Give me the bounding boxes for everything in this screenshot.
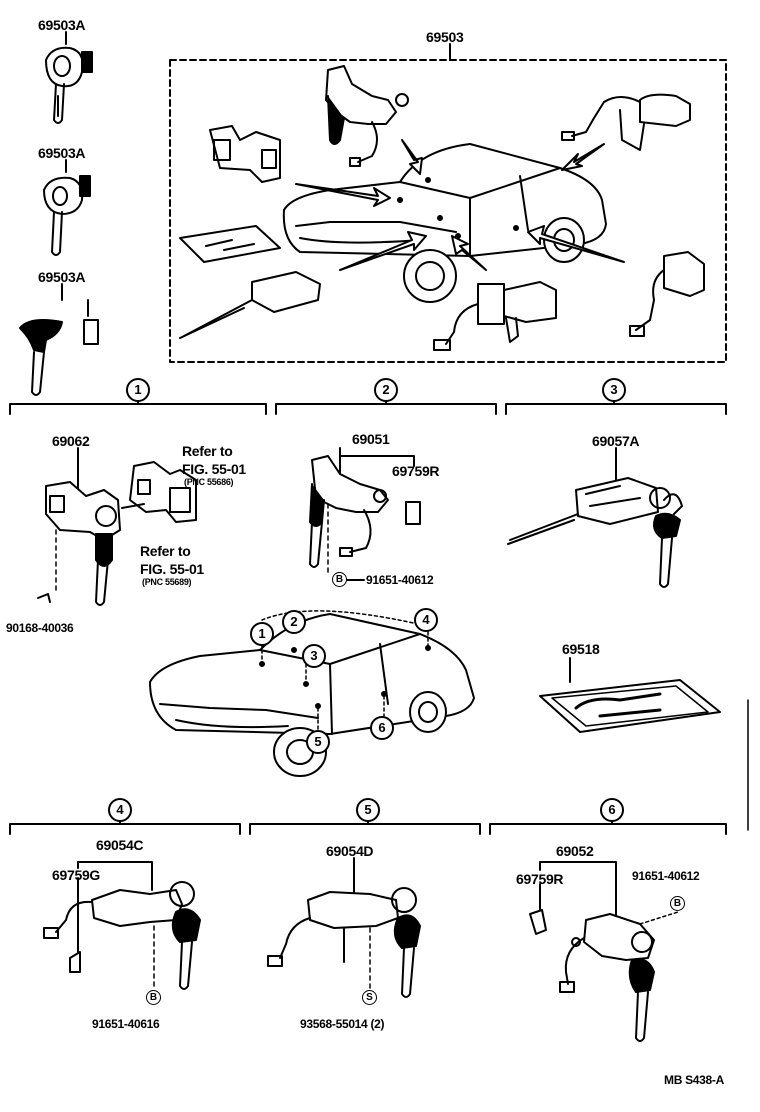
label-key-69503a-2: 69503A [38,145,86,161]
label-assembly-69503: 69503 [426,29,464,45]
bolt-marker-b-sec4: B [146,990,161,1005]
key-69503a-2 [43,159,91,256]
label-ref2-line1: Refer to [140,543,191,559]
key-69503a-3 [19,283,99,396]
label-part-69057a: 69057A [592,433,640,449]
label-ref1-line1: Refer to [182,443,233,459]
screw-marker-s-sec5: S [362,990,377,1005]
section-marker-4: 4 [108,798,132,822]
section-marker-6: 6 [600,798,624,822]
car-marker-2: 2 [282,610,306,634]
label-plate-69518: 69518 [562,641,600,657]
car-marker-3: 3 [302,644,326,668]
label-part-69051: 69051 [352,431,390,447]
car-marker-4: 4 [414,608,438,632]
lock-69052-art [529,861,679,1042]
label-bolt-91651-40616: 91651-40616 [92,1017,160,1031]
section-marker-2: 2 [374,378,398,402]
label-part-69062: 69062 [52,433,90,449]
section-marker-1: 1 [126,378,150,402]
label-part-69054c: 69054C [96,837,144,853]
lock-69054c-art [43,861,201,991]
bolt-marker-b-sec2: B [332,572,347,587]
car-marker-1: 1 [250,622,274,646]
car-marker-6: 6 [370,716,394,740]
car-marker-5: 5 [306,730,330,754]
label-screw-90168-40036: 90168-40036 [6,621,74,635]
diagram-code: MB S438-A [664,1073,724,1087]
label-ref1-line2: FIG. 55-01 [182,461,246,477]
plate-69518-art [539,657,721,733]
lock-69051-art [309,447,421,581]
label-ref1-pnc: (PNC 55686) [184,477,234,487]
label-bolt-91651-40612-sec6: 91651-40612 [632,869,700,883]
key-69503a-1 [45,31,93,124]
ignition-69057a-art [507,447,683,588]
label-ref2-line2: FIG. 55-01 [140,561,204,577]
section-marker-3: 3 [602,378,626,402]
label-screw-93568-55014: 93568-55014 (2) [300,1017,385,1031]
bolt-marker-b-sec6: B [670,896,685,911]
car-illustration-top [282,139,625,303]
label-part-69759g: 69759G [52,867,101,883]
label-key-69503a-3: 69503A [38,269,86,285]
door-lock-parts-top [179,65,705,351]
label-part-69054d: 69054D [326,843,374,859]
label-part-69759r-sec2: 69759R [392,463,440,479]
lock-69054d-art [267,857,421,998]
lock-69062-art [37,447,197,606]
section-marker-5: 5 [356,798,380,822]
label-key-69503a-1: 69503A [38,17,86,33]
label-part-69052: 69052 [556,843,594,859]
label-part-69759r-sec6: 69759R [516,871,564,887]
label-ref2-pnc: (PNC 55689) [142,577,192,587]
label-bolt-91651-40612-sec2: 91651-40612 [366,573,434,587]
